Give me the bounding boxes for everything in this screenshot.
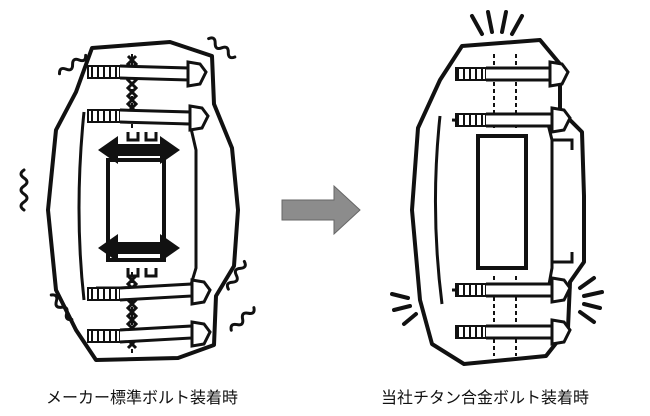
oem-bolt-1 [87,60,208,88]
oem-bolt-2 [87,104,210,132]
titanium-bolt-4 [455,318,572,346]
transition-arrow [281,184,361,236]
titanium-caliper [390,10,604,366]
titanium-bolt-3 [455,276,572,304]
titanium-bolt-2 [455,106,572,134]
vibration-lines [19,36,256,332]
oem-bolt-3 [87,278,212,306]
rigidity-burst-marks [390,10,604,326]
oem-spread-arrow-top [98,136,180,164]
oem-spread-arrow-bottom [98,234,180,262]
titanium-bolt-1 [455,60,570,88]
oem-bolt-4 [87,320,212,348]
oem-caliper [19,36,256,362]
titanium-pad-window [476,134,528,270]
titanium-bolt-caption: 当社チタン合金ボルト装着時 [381,388,590,407]
oem-bolt-caption: メーカー標準ボルト装着時 [46,388,239,407]
